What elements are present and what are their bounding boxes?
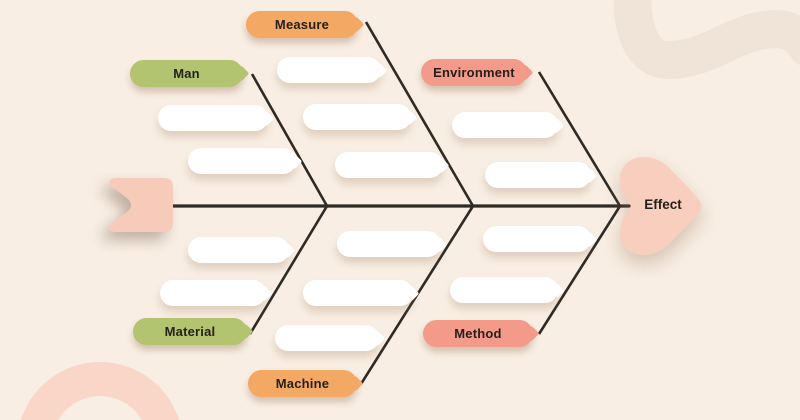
cause-box-material-2[interactable] xyxy=(160,280,266,306)
cause-box-man-1[interactable] xyxy=(158,105,268,131)
cause-box-machine-3[interactable] xyxy=(275,325,379,351)
cause-box-machine-1[interactable] xyxy=(337,231,441,257)
branch-label-machine[interactable]: Machine xyxy=(248,370,357,397)
branch-label-man-text: Man xyxy=(173,66,200,81)
cause-box-measure-1[interactable] xyxy=(277,57,381,83)
branch-line-method xyxy=(537,205,622,335)
fish-tail-shape xyxy=(109,178,173,232)
branch-label-method-text: Method xyxy=(454,326,502,341)
branch-label-measure[interactable]: Measure xyxy=(246,11,358,38)
cause-box-environment-1[interactable] xyxy=(452,112,558,138)
cause-box-method-1[interactable] xyxy=(483,226,591,252)
cause-box-environment-2[interactable] xyxy=(485,162,591,188)
cause-box-machine-2[interactable] xyxy=(303,280,413,306)
branch-line-measure xyxy=(364,21,475,207)
cause-box-measure-3[interactable] xyxy=(335,152,443,178)
branch-line-man xyxy=(250,73,329,207)
effect-label-text: Effect xyxy=(644,197,682,212)
effect-label[interactable]: Effect xyxy=(630,196,696,213)
branch-label-environment-text: Environment xyxy=(433,65,515,80)
branch-label-method[interactable]: Method xyxy=(423,320,533,347)
branch-line-material xyxy=(248,205,329,335)
branch-label-material[interactable]: Material xyxy=(133,318,247,345)
decorative-swoosh-shape xyxy=(613,0,800,79)
branch-label-material-text: Material xyxy=(164,324,216,339)
decorative-arc-shape xyxy=(20,362,180,420)
effect-arrow-shape xyxy=(620,157,702,255)
branch-label-environment[interactable]: Environment xyxy=(421,59,527,86)
branch-label-man[interactable]: Man xyxy=(130,60,243,87)
cause-box-material-1[interactable] xyxy=(188,237,289,263)
branch-label-machine-text: Machine xyxy=(275,376,330,391)
cause-box-measure-2[interactable] xyxy=(303,104,411,130)
branch-label-measure-text: Measure xyxy=(274,17,330,32)
cause-box-method-2[interactable] xyxy=(450,277,558,303)
cause-box-man-2[interactable] xyxy=(188,148,296,174)
branch-line-environment xyxy=(537,71,622,207)
